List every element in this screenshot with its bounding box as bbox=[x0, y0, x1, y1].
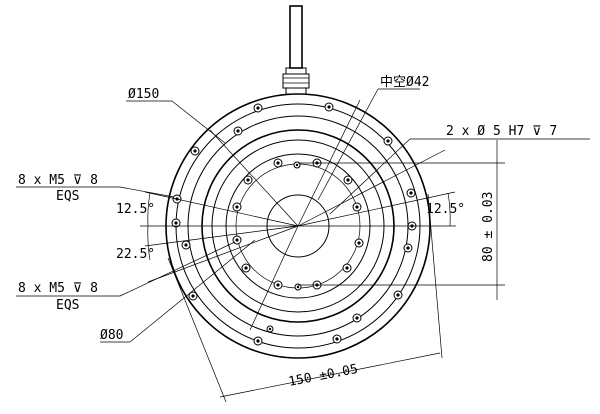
dimension-150 bbox=[167, 193, 443, 403]
eqs-bottom-label: EQS bbox=[56, 298, 79, 313]
cable-gland bbox=[282, 5, 310, 95]
pin-hole-label: 2 x Ø 5 H7 ⊽ 7 bbox=[446, 124, 557, 139]
angle-left-bottom-label: 22.5° bbox=[116, 247, 155, 262]
inner-bolt-holes bbox=[232, 158, 364, 291]
m5-bottom-label: 8 x M5 ⊽ 8 bbox=[18, 281, 98, 296]
m5-top-label: 8 x M5 ⊽ 8 bbox=[18, 173, 98, 188]
height-dimension-label: 80 ± 0.03 bbox=[481, 192, 496, 262]
width-dimension-label: 150 ±0.05 bbox=[287, 362, 359, 390]
leader-lines bbox=[16, 88, 590, 343]
inner-diameter-label: Ø80 bbox=[100, 328, 123, 343]
eqs-top-label: EQS bbox=[56, 189, 79, 204]
outer-diameter-label: Ø150 bbox=[128, 87, 159, 102]
extension-lines bbox=[140, 140, 505, 300]
angle-left-top-label: 12.5° bbox=[116, 202, 155, 217]
center-rays bbox=[144, 99, 456, 331]
hollow-label: 中空Ø42 bbox=[380, 75, 429, 90]
outer-bolt-holes bbox=[171, 102, 417, 346]
angle-right-label: 12.5° bbox=[426, 202, 465, 217]
